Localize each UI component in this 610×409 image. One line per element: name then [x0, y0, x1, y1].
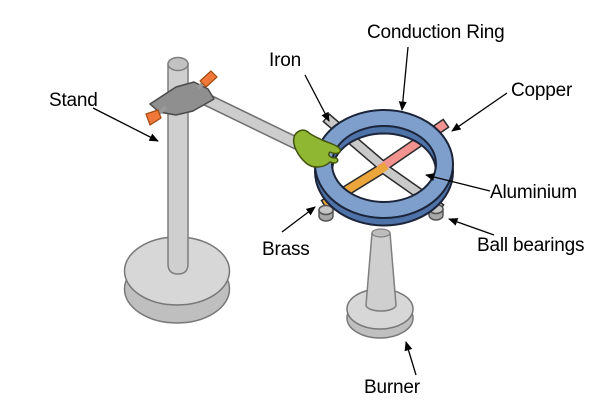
- copper-label: Copper: [511, 80, 573, 101]
- aluminium-label: Aluminium: [490, 182, 577, 203]
- burner-graphic: [346, 228, 414, 339]
- stand-graphic: [123, 56, 305, 324]
- brass-arrow: [281, 206, 316, 233]
- annotation-arrows: [92, 46, 508, 376]
- ring-clamp: [292, 129, 342, 168]
- stand-rod-top: [167, 56, 189, 72]
- stand-arm: [192, 90, 303, 149]
- thumbscrew-knob-bottom: [145, 109, 162, 126]
- stand-label: Stand: [49, 90, 98, 111]
- stand-rod: [167, 63, 189, 275]
- burner-arrow: [404, 341, 417, 376]
- burner-cone: [365, 232, 397, 312]
- stand-clamp-boss: [149, 81, 215, 116]
- conduction-ring-arrow: [398, 46, 409, 111]
- stand-arrow: [92, 107, 159, 142]
- copper-arrow: [451, 92, 508, 132]
- iron-label: Iron: [269, 50, 301, 71]
- conduction-ring-top: [313, 109, 455, 219]
- thumbscrew-knob-top: [199, 70, 218, 88]
- burner-cone-top: [371, 228, 391, 238]
- conduction-ring-label: Conduction Ring: [367, 22, 505, 43]
- aluminium-arrow: [425, 173, 491, 192]
- ball-bearings-arrow: [448, 218, 495, 236]
- iron-arrow: [304, 74, 330, 122]
- ball-bearing-left: [318, 204, 334, 222]
- brass-label: Brass: [262, 239, 310, 260]
- ball-bearings-label: Ball bearings: [477, 235, 585, 256]
- burner-label: Burner: [364, 377, 420, 398]
